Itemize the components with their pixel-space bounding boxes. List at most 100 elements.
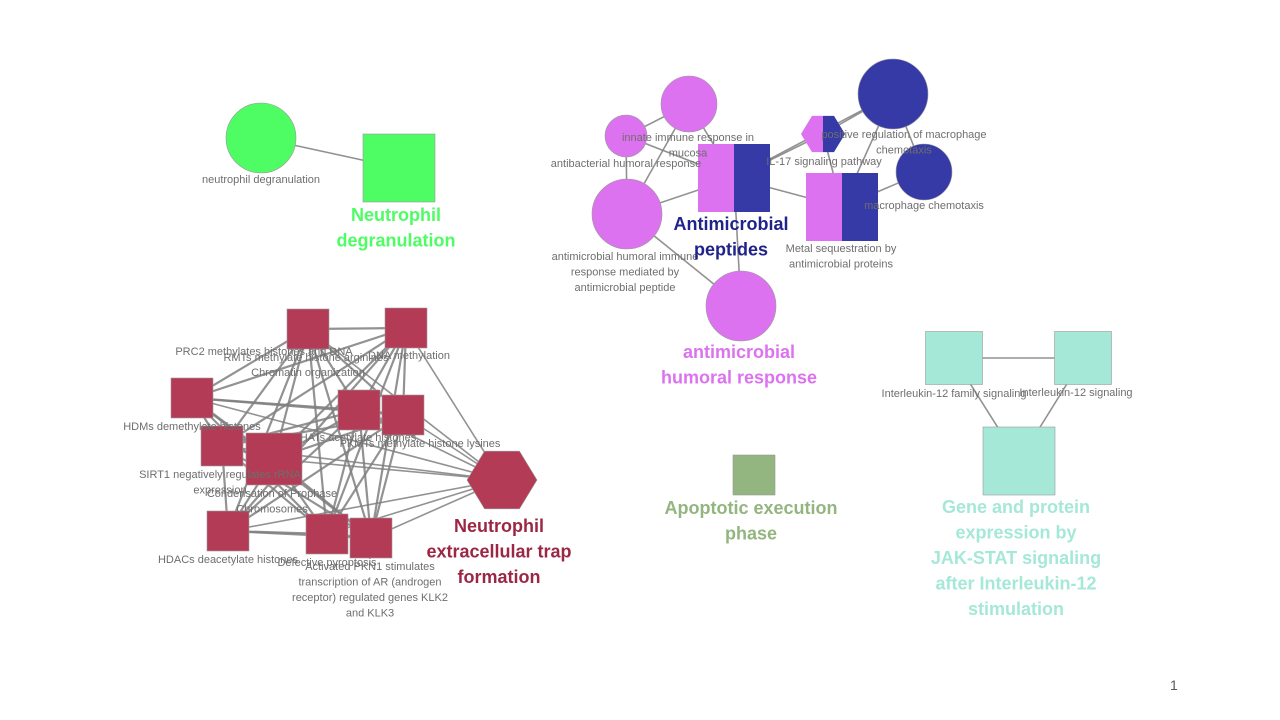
node-ap_e-part-b [823,115,845,153]
label-neutrophil-degranulation-line: neutrophil degranulation [202,174,320,186]
page-number: 1 [1170,677,1178,693]
label-chromatin-organization-line: Chromatin organization [251,367,365,379]
node-n1 [286,308,330,350]
node-ap_a [660,75,718,133]
label-rmts: RMTs methylate histone arginines [223,352,389,364]
node-n8 [206,510,250,552]
title-antimicrobial-humoral-response-line: antimicrobial [683,342,795,362]
node-n6 [200,425,244,467]
label-sirt1-line: expression [193,485,246,497]
label-neutrophil-degranulation: neutrophil degranulation [202,174,320,186]
label-il17-signaling-line: IL-17 signaling pathway [766,156,882,168]
node-n7 [245,432,303,486]
label-il17-signaling: IL-17 signaling pathway [766,156,882,168]
label-pos-reg-macrophage-chemotaxis-line: positive regulation of macrophage [821,129,986,141]
title-antimicrobial-humoral-response-line: humoral response [661,368,817,388]
title-antimicrobial-peptides-line: peptides [694,240,768,260]
label-activated-pkn1-line: receptor) regulated genes KLK2 [292,592,448,604]
label-innate-immune-response-line: mucosa [669,148,708,160]
node-ap_h-part-a [806,173,842,241]
labels-layer: neutrophil degranulation innate immune re… [123,129,1132,620]
label-activated-pkn1: Activated PKN1 stimulates transcription o… [292,561,448,620]
node-ap_d-part-a [698,144,734,212]
label-macrophage-chemotaxis-line: macrophage chemotaxis [864,200,984,212]
label-macrophage-chemotaxis: macrophage chemotaxis [864,200,984,212]
node-nd2 [362,133,436,203]
node-ap_e [801,115,845,153]
node-ap_d [698,144,770,212]
node-ap_c [591,178,663,250]
label-pkmts: PKMTs methylate histone lysines [340,438,501,450]
title-net-formation-line: formation [458,567,541,587]
title-antimicrobial-humoral-response: antimicrobial humoral response [661,342,817,388]
label-defective-pyroptosis: Defective pyroptosis [277,557,377,569]
title-il12-jak-stat-line: stimulation [968,599,1064,619]
node-nd [225,102,297,174]
nodes-layer [170,58,1112,559]
label-hats-line: HATs acetylate histones [300,432,417,444]
label-antibacterial-humoral-response: antibacterial humoral response [551,158,701,170]
title-apoptotic-execution-phase-line: Apoptotic execution [664,498,837,518]
title-net-formation-line: extracellular trap [426,542,571,562]
title-apoptotic-execution-phase-line: phase [725,524,777,544]
edge-n2-n6 [221,327,407,447]
node-ap_b [604,114,648,158]
label-hats: HATs acetylate histones [300,432,417,444]
label-il12-signaling-line: Interleukin-12 signaling [1019,387,1132,399]
edge-n1-n10 [306,328,373,539]
label-metal-sequestration-line: Metal sequestration by [786,243,897,255]
edge-n5-n8 [227,414,404,532]
node-nh [466,450,538,510]
label-il12-family-signaling-line: Interleukin-12 family signaling [882,388,1027,400]
node-ap_f [857,58,929,130]
node-ap_g [895,143,953,201]
label-defective-pyroptosis-line: Defective pyroptosis [277,557,377,569]
label-il12-signaling: Interleukin-12 signaling [1019,387,1132,399]
edge-n5-n10 [369,414,405,539]
label-antimicrobial-humoral-immune-line: antimicrobial peptide [575,282,676,294]
label-hdacs: HDACs deacetylate histones [158,554,299,566]
edge-n2-n3 [191,326,407,400]
label-hdacs-line: HDACs deacetylate histones [158,554,299,566]
label-activated-pkn1-line: Activated PKN1 stimulates [305,561,435,573]
title-il12-jak-stat-line: expression by [955,523,1076,543]
label-condensation-line: Condensation of Prophase [207,488,337,500]
label-prc2: PRC2 methylates histones and DNA [175,346,353,358]
label-activated-pkn1-line: and KLK3 [346,608,394,620]
edge-n8-nh [227,479,503,532]
label-il12-family-signaling: Interleukin-12 family signaling [882,388,1027,400]
node-apo [732,454,776,496]
node-n10 [349,517,393,559]
label-antibacterial-humoral-response-line: antibacterial humoral response [551,158,701,170]
label-condensation-line: Chromosomes [236,504,308,516]
edge-n4-n6 [221,408,360,448]
node-n9 [305,513,349,555]
label-hdms-line: HDMs demethylate histones [123,421,261,433]
label-hdms: HDMs demethylate histones [123,421,261,433]
edge-n3-nh [191,397,503,481]
label-pos-reg-macrophage-chemotaxis: positive regulation of macrophage chemota… [821,129,986,157]
node-n2 [384,307,428,349]
title-apoptotic-execution-phase: Apoptotic execution phase [664,498,837,544]
label-activated-pkn1-line: transcription of AR (androgen [298,577,441,589]
node-i2 [1054,331,1112,385]
node-ap_h-part-b [842,173,878,241]
edge-n7-nh [273,458,503,481]
node-i3 [982,426,1056,496]
label-antimicrobial-humoral-immune-line: response mediated by [571,267,680,279]
node-n5 [381,394,425,436]
title-il12-jak-stat-line: after Interleukin-12 [935,574,1096,594]
title-neutrophil-degranulation-line: degranulation [336,231,455,251]
label-dna-methylation-line: DNA methylation [368,350,450,362]
label-pos-reg-macrophage-chemotaxis-line: chemotaxis [876,145,932,157]
